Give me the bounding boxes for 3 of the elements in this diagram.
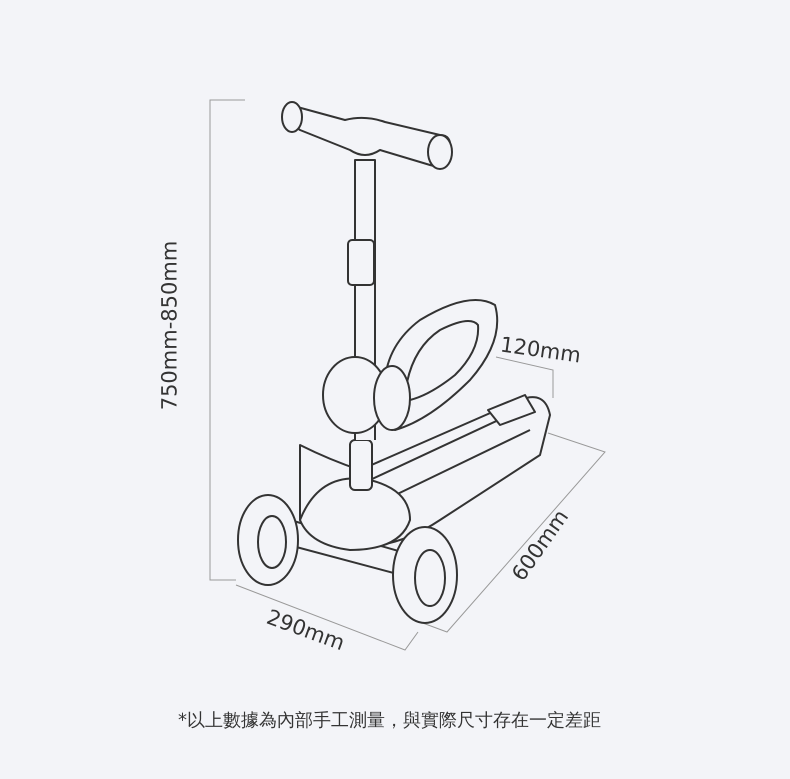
dimension-label: 120mm: [498, 334, 582, 367]
note-text: *以上數據為內部手工測量，與實際尺寸存在一定差距: [178, 712, 601, 730]
dimension-label: 750mm-850mm: [159, 240, 180, 410]
